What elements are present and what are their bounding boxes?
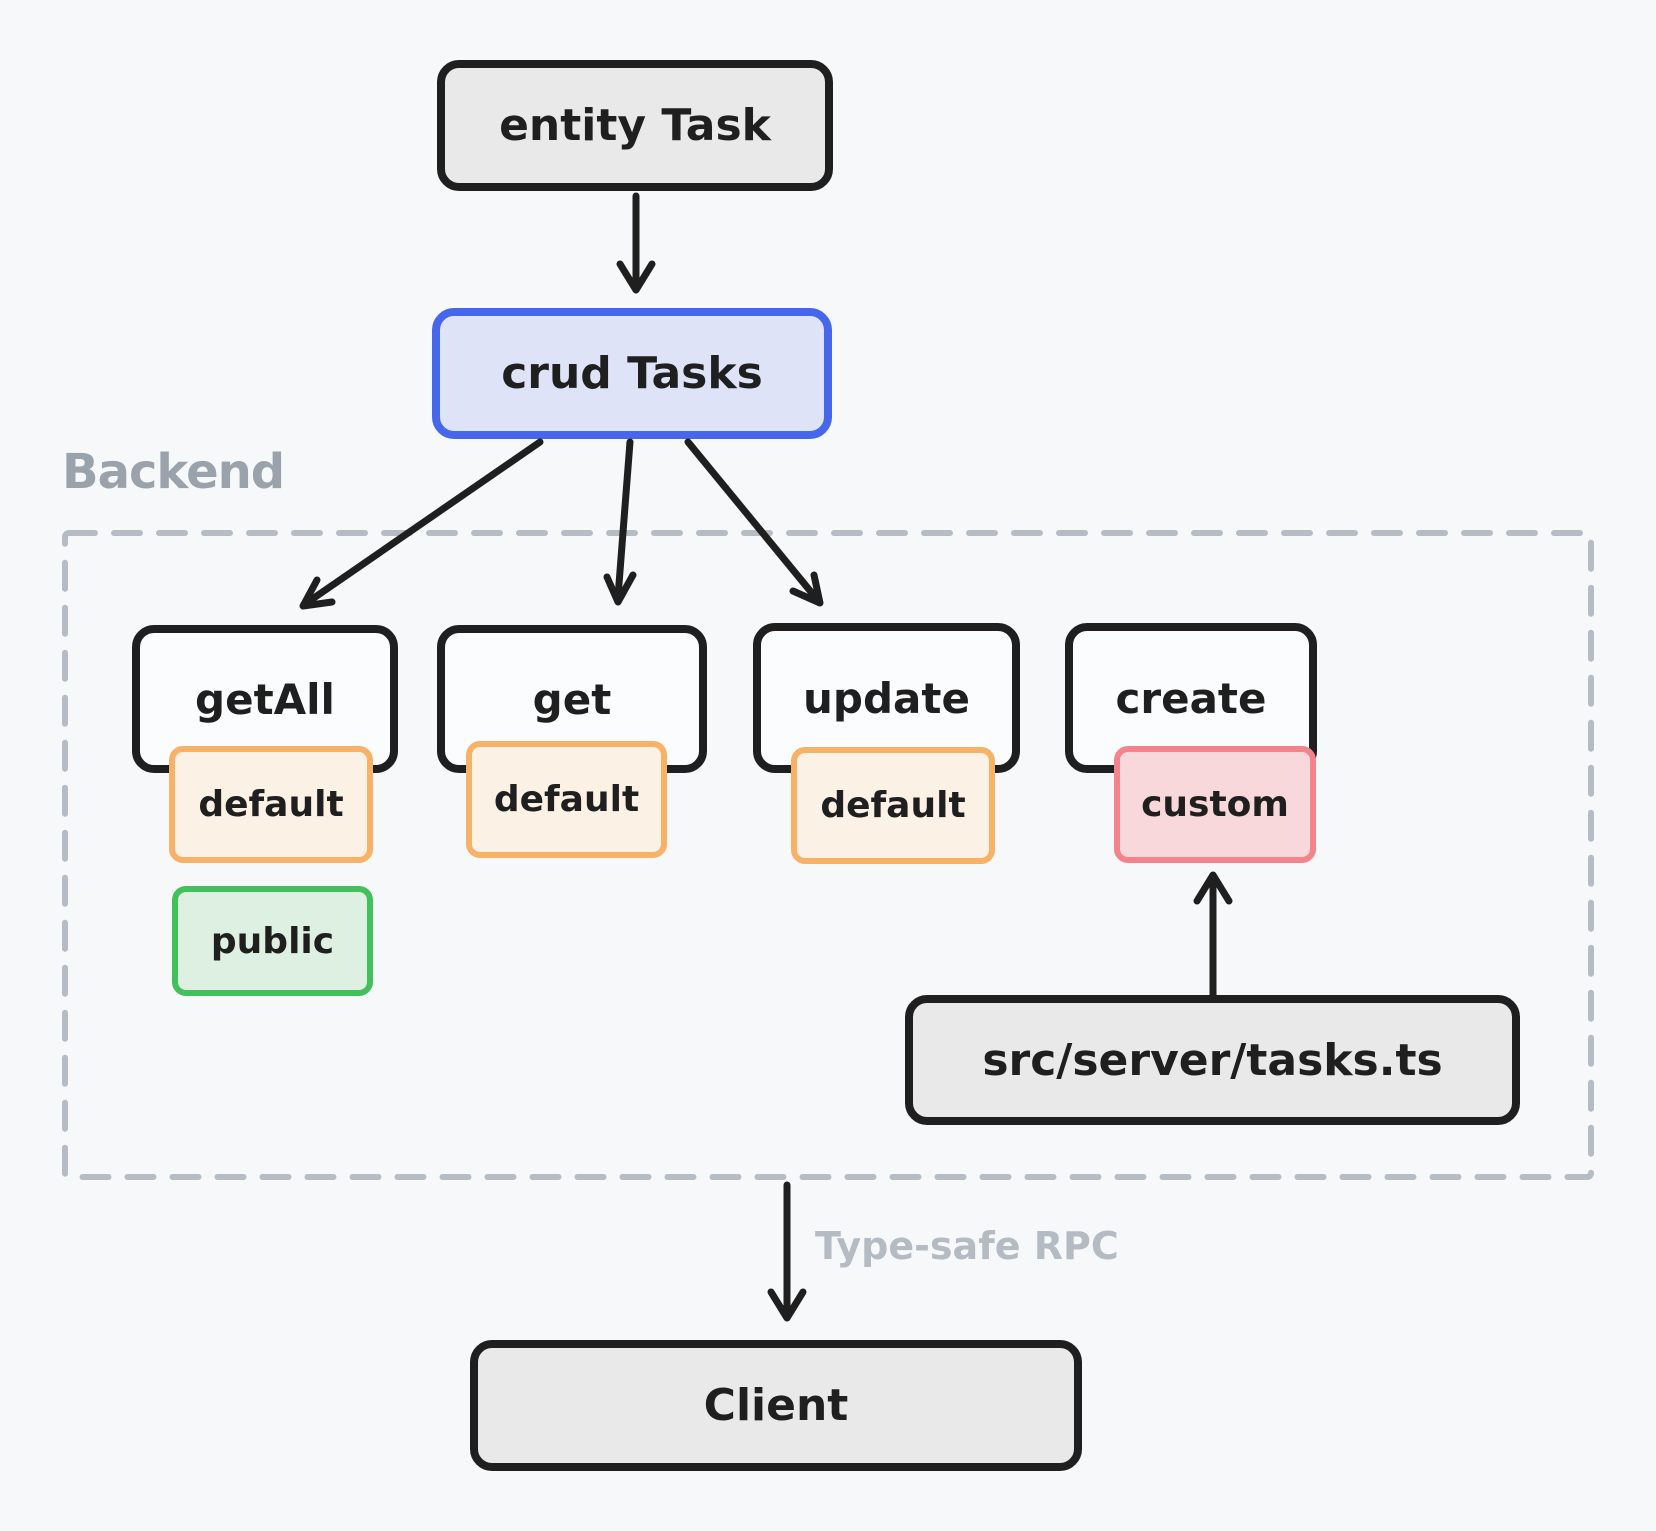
node-method-get-label: get <box>532 674 612 724</box>
badge-getall-public-label: public <box>210 920 335 962</box>
badge-get-default: default <box>466 741 667 858</box>
node-entity-task: entity Task <box>437 60 833 191</box>
node-entity-task-label: entity Task <box>499 100 771 151</box>
node-client: Client <box>470 1340 1082 1471</box>
badge-create-custom: custom <box>1114 746 1316 863</box>
edge-entity-to-crud <box>616 192 656 294</box>
node-server-file: src/server/tasks.ts <box>905 995 1520 1125</box>
edge-crud-to-update <box>684 438 824 607</box>
node-method-getall-label: getAll <box>195 674 335 724</box>
badge-update-default: default <box>791 747 995 864</box>
edge-serverfile-to-custom <box>1193 871 1233 999</box>
edge-crud-to-get <box>603 438 637 606</box>
backend-group-label: Backend <box>62 444 285 500</box>
badge-get-default-label: default <box>493 779 640 820</box>
badge-getall-default: default <box>169 746 373 863</box>
node-server-file-label: src/server/tasks.ts <box>982 1034 1443 1086</box>
badge-create-custom-label: custom <box>1141 784 1289 825</box>
edge-backend-to-client <box>767 1181 807 1322</box>
node-method-update-label: update <box>803 673 970 723</box>
edge-crud-to-getall <box>299 438 544 610</box>
badge-update-default-label: default <box>820 785 966 826</box>
badge-getall-public: public <box>172 886 373 996</box>
node-crud-tasks-label: crud Tasks <box>501 348 763 399</box>
rpc-edge-label: Type-safe RPC <box>815 1224 1119 1268</box>
badge-getall-default-label: default <box>198 784 344 825</box>
node-client-label: Client <box>703 1380 849 1431</box>
node-method-create-label: create <box>1115 673 1267 723</box>
node-crud-tasks: crud Tasks <box>432 308 832 439</box>
